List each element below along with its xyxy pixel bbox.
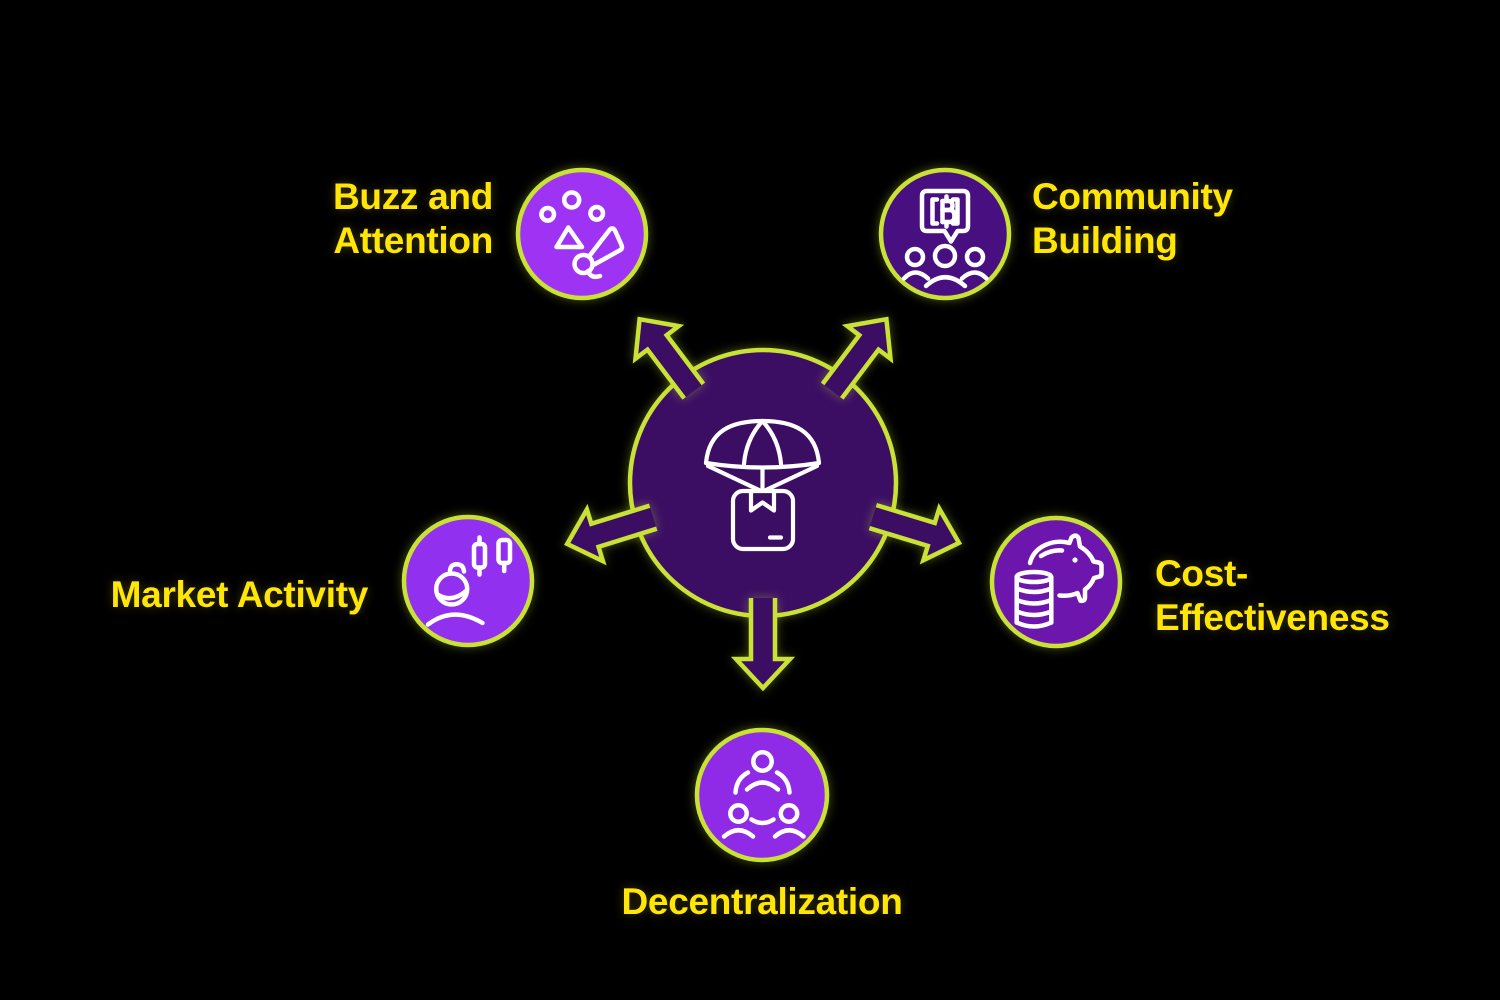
node-circle-buzz: [515, 167, 649, 301]
connected-people-icon: [721, 750, 806, 839]
piggy-bank-coins-icon: [1014, 533, 1104, 629]
arrow-left: [564, 503, 658, 566]
node-label-buzz-and-attention: Buzz and Attention: [333, 176, 493, 262]
trader-candlesticks-icon: [425, 535, 513, 627]
node-decentralization: [694, 727, 830, 863]
node-circle-market: [401, 514, 535, 648]
airdrop-parachute-box-icon: [703, 418, 822, 552]
node-label-cost-effectiveness: Cost- Effectiveness: [1155, 553, 1390, 639]
node-cost-effectiveness: [989, 515, 1123, 649]
node-label-community-building: Community Building: [1032, 176, 1233, 262]
arrow-right: [868, 502, 963, 565]
arrow-down: [730, 598, 796, 692]
arrow-up-left: [632, 316, 706, 400]
node-label-decentralization: Decentralization: [621, 881, 903, 922]
node-circle-cost: [989, 515, 1123, 649]
arrow-up-right: [820, 316, 894, 400]
bitcoin-speech-community-icon: [901, 188, 989, 289]
node-label-market-activity: Market Activity: [110, 574, 369, 615]
node-market-activity: [401, 514, 535, 648]
node-buzz-and-attention: [515, 167, 649, 301]
megaphone-icon: [539, 190, 625, 280]
node-community-building: [878, 167, 1012, 301]
hub-arrows: [564, 316, 963, 692]
node-circle-decentralization: [694, 727, 830, 863]
